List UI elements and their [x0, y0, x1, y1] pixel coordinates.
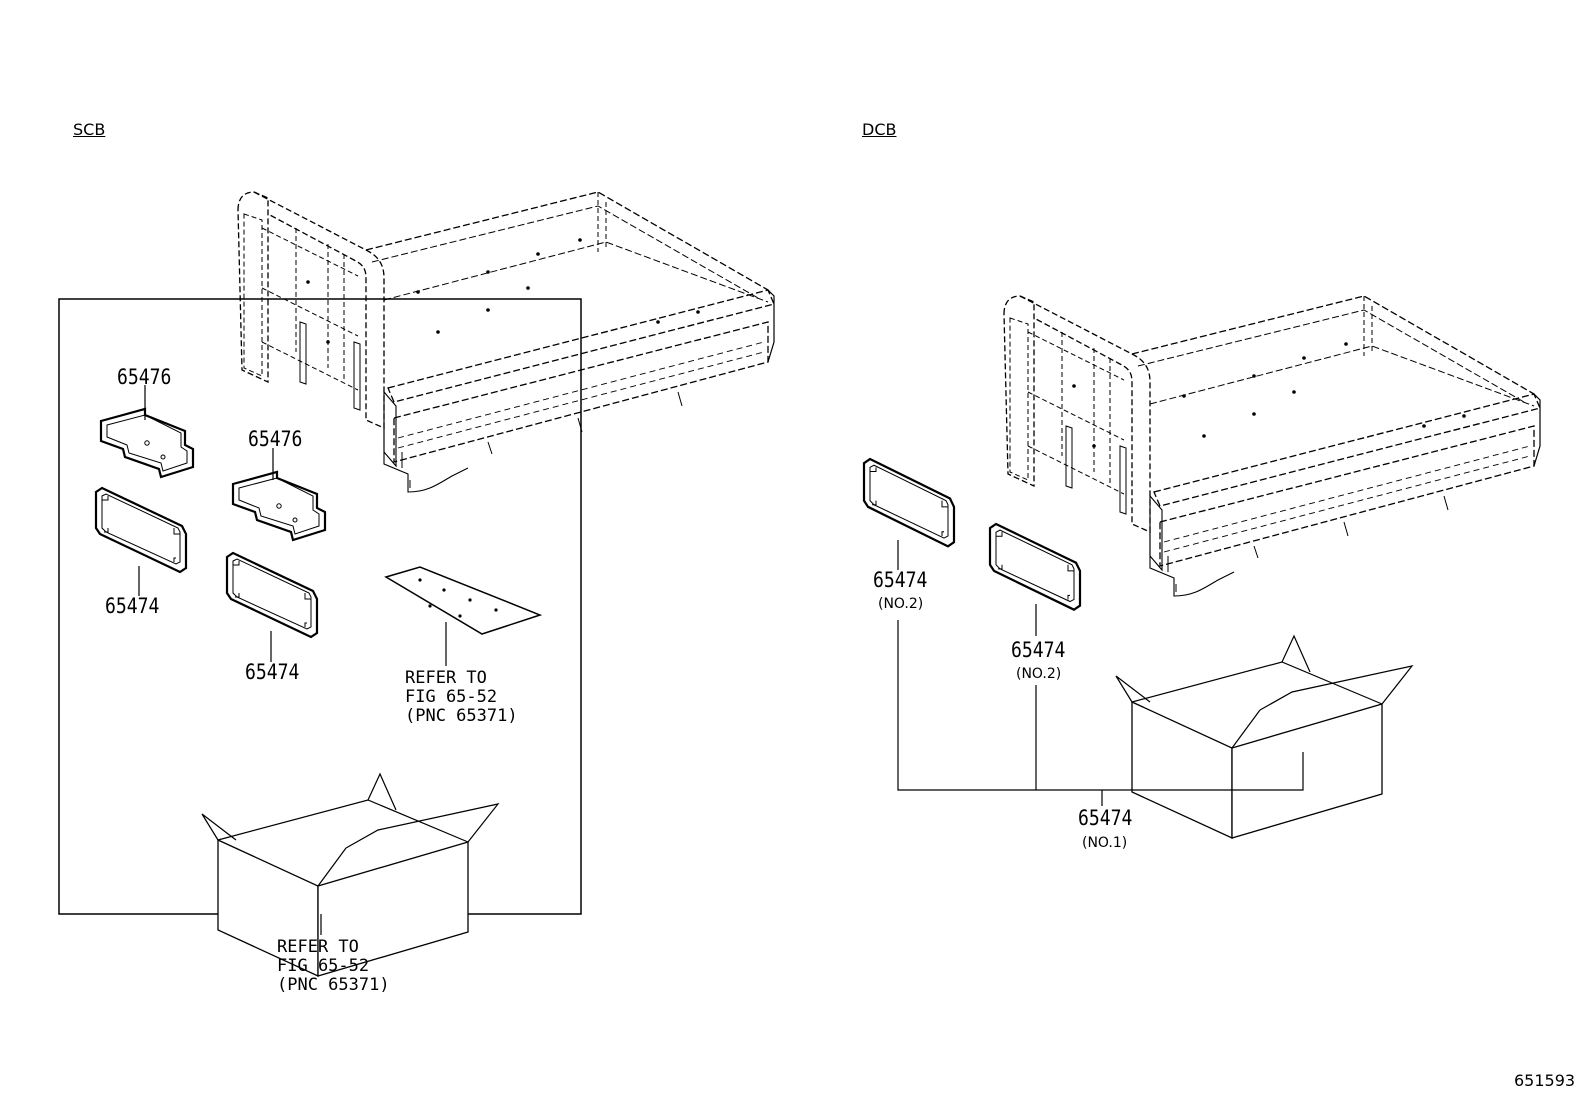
part-number-65474[interactable]: 65474	[1011, 638, 1066, 662]
part-number-65474[interactable]: 65474	[1078, 806, 1133, 830]
refer-to-line: REFER TO	[405, 668, 487, 688]
section-label-scb: SCB	[73, 120, 106, 139]
scb-pad-a	[94, 486, 188, 574]
scb-leader-lines	[138, 385, 447, 935]
dcb-truck-bed	[1003, 295, 1541, 597]
part-number-65474[interactable]: 65474	[105, 594, 160, 618]
dcb-leader-lines	[897, 540, 1304, 806]
refer-fig-line: FIG 65-52	[405, 687, 498, 708]
part-note-no2: (NO.2)	[878, 596, 924, 612]
part-number-65474[interactable]: 65474	[245, 660, 300, 684]
part-number-65474[interactable]: 65474	[873, 568, 928, 592]
section-label-dcb: DCB	[862, 120, 897, 139]
part-note-no1: (NO.1)	[1082, 835, 1128, 851]
dcb-pad-mid	[988, 522, 1082, 611]
refer-pnc-line: (PNC 65371)	[405, 706, 518, 727]
refer-to-note-box[interactable]: REFER TO FIG 65-52 (PNC 65371)	[277, 937, 390, 996]
refer-to-line: REFER TO	[277, 937, 359, 957]
refer-fig-line: FIG 65-52	[277, 956, 370, 977]
scb-floor-sheet	[384, 566, 543, 635]
part-number-65476[interactable]: 65476	[117, 365, 172, 389]
refer-pnc-line: (PNC 65371)	[277, 975, 390, 996]
dcb-box	[1115, 635, 1413, 839]
scb-bracket-b	[231, 470, 327, 542]
part-note-no2: (NO.2)	[1016, 666, 1062, 682]
figure-number: 651593	[1514, 1071, 1576, 1090]
part-number-65476[interactable]: 65476	[248, 427, 303, 451]
dcb-pad-left	[862, 457, 956, 548]
scb-pad-b	[225, 551, 319, 639]
scb-bracket-a	[99, 407, 195, 479]
refer-to-note-sheet[interactable]: REFER TO FIG 65-52 (PNC 65371)	[405, 668, 518, 727]
scb-truck-bed	[237, 191, 775, 493]
